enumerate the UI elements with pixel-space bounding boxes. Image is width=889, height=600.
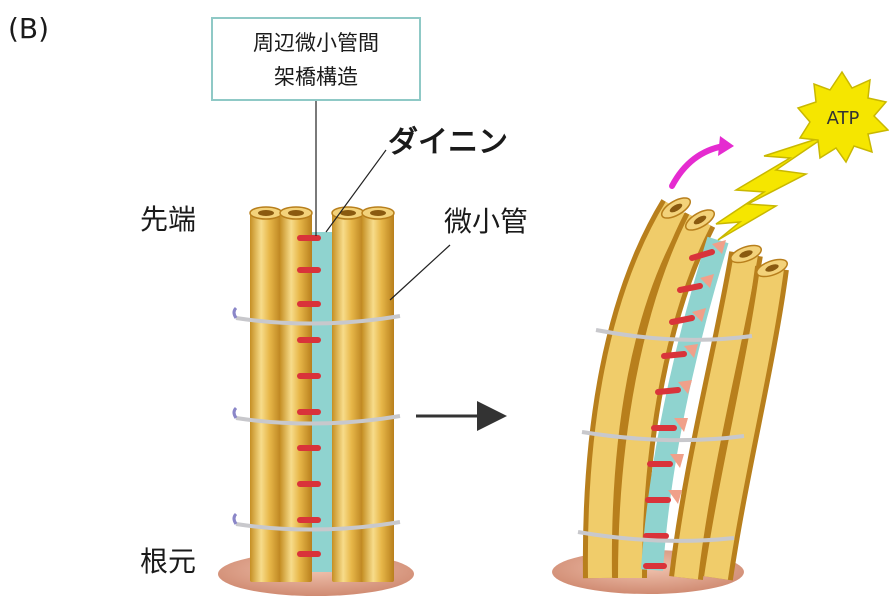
atp-label: ATP	[827, 108, 860, 129]
straight-axoneme	[218, 101, 450, 596]
energy-bolt-icon	[716, 136, 826, 240]
bent-tubes	[600, 208, 772, 578]
microtubule-pointer-line	[390, 245, 450, 300]
bending-direction-arrow	[672, 146, 724, 186]
bent-axoneme: ATP	[552, 72, 888, 594]
